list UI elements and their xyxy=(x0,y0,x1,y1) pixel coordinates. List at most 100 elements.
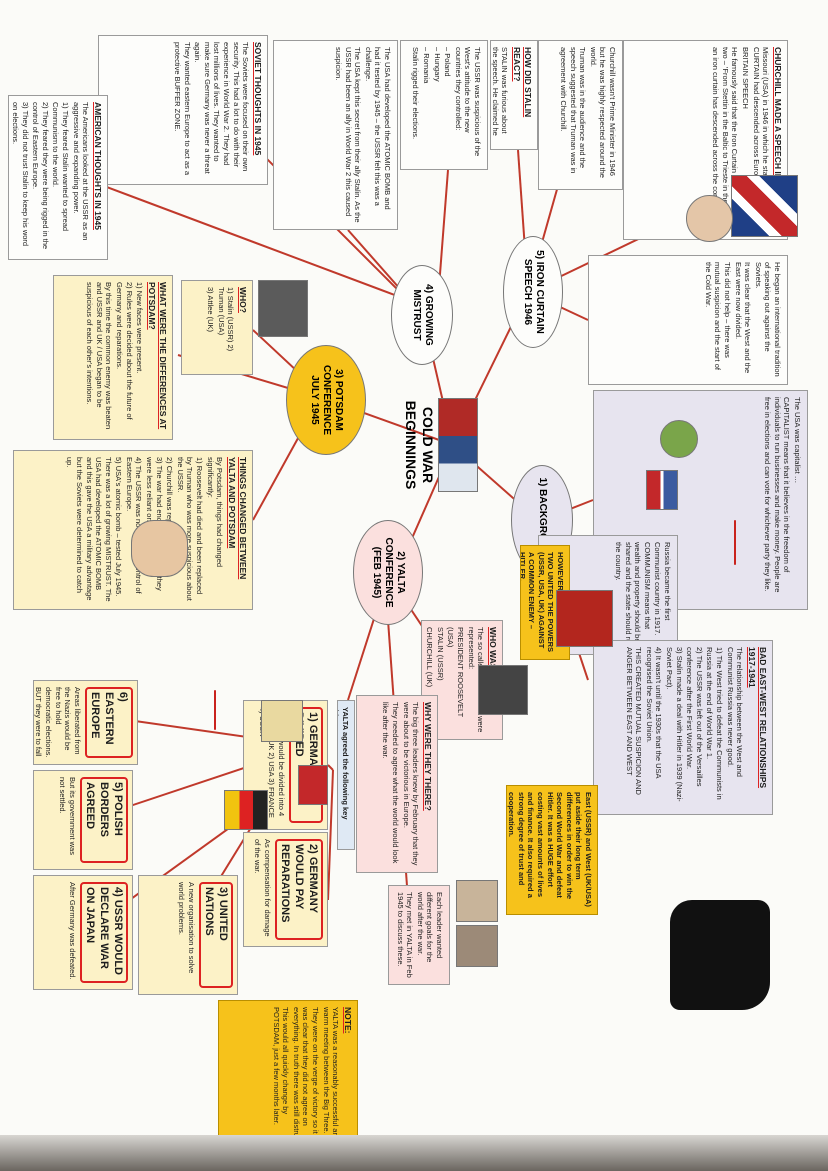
text-line: YALTA was a reasonably successful and wa… xyxy=(321,1007,341,1141)
text-line: The Soviets were focused on their own se… xyxy=(193,42,251,174)
redaction-mark xyxy=(670,900,770,1010)
node-mistrust: 4) GROWING MISTRUST xyxy=(391,265,453,365)
text-line: He began an international tradition of s… xyxy=(753,262,782,377)
ussr-suspicion-box: The USSR was suspicious of the West's at… xyxy=(400,40,488,170)
text-line: The big three leaders knew by February t… xyxy=(401,702,421,866)
center-title: COLD WAR BEGINNINGS xyxy=(403,400,436,490)
box-title: WHAT WERE THE DIFFERENCES AT POTSDAM? xyxy=(147,282,168,430)
box-title: Things changed between Yalta and Potsdam xyxy=(227,457,248,580)
point-text: But its government was not settled. xyxy=(58,777,77,855)
east-west-box: East (USSR) and West (UK/USA) put aside … xyxy=(506,785,598,915)
cartoon-face-picture xyxy=(131,520,188,577)
text-line: 3) Stalin made a deal with Hitler in 193… xyxy=(665,647,684,802)
box-title: Why were they there? xyxy=(423,702,433,811)
text-line: 5) USA's atomic bomb – tested July 1945. xyxy=(114,457,124,597)
text-line: Churchill wasn't Prime Minister in 1946 … xyxy=(588,47,617,178)
potsdam-changed-box: Things changed between Yalta and Potsdam… xyxy=(13,450,253,610)
iron-truman-box: Churchill wasn't Prime Minister in 1946 … xyxy=(538,40,623,190)
highlight-stroke xyxy=(214,690,216,730)
connector-arrow xyxy=(327,769,334,901)
text-line: It was clear that the West and the East … xyxy=(733,262,753,374)
big-three-photo xyxy=(478,665,528,715)
box-title: AMERICAN THOUGHTS in 1945 xyxy=(93,102,103,230)
iron-meaning-box: He began an international tradition of s… xyxy=(588,255,788,385)
text-line: 1) They feared Stalin wanted to spread C… xyxy=(51,102,70,232)
union-jack-flag-icon xyxy=(731,175,798,237)
yalta-why-box: Why were they there? The big three leade… xyxy=(356,695,438,873)
text-line: COMMUNISM means that wealth and property… xyxy=(614,542,652,648)
text-line: They needed to agree what the world woul… xyxy=(381,702,400,864)
dollar-sign-icon xyxy=(660,420,698,458)
text-line: The USA was capitalist … xyxy=(793,397,802,484)
text-line: PRESIDENT ROOSEVELT (USA) xyxy=(446,627,465,718)
text-line: 3) They did not trust Stalin to keep his… xyxy=(10,102,30,247)
node-yalta: 2) YALTA CONFERENCE (FEB 1945) xyxy=(353,520,423,625)
roosevelt-portrait xyxy=(456,925,498,967)
text-line: Each leader wanted different goals for t… xyxy=(415,892,444,963)
box-title: NOTE: xyxy=(343,1007,353,1034)
text-line: 3) Attlee (UK) xyxy=(205,287,215,333)
text-line: – Poland xyxy=(443,47,453,77)
stalin-portrait xyxy=(456,880,498,922)
text-line: The USSR was suspicious of the West's at… xyxy=(453,47,482,157)
usa-flag-icon xyxy=(646,470,678,510)
box-title: Bad East-West relationships 1917-1941 xyxy=(747,647,768,789)
yalta-goals-box: Each leader wanted different goals for t… xyxy=(388,885,450,985)
box-title: How did Stalin react? xyxy=(512,47,533,118)
text-line: 4) It wasn't until the 1930s that the US… xyxy=(644,647,664,779)
churchill-portrait xyxy=(686,195,733,242)
point-title: 4) USSR WOULD DECLARE WAR ON JAPAN xyxy=(79,882,128,983)
yalta-note-box: NOTE: YALTA was a reasonably successful … xyxy=(218,1000,358,1155)
text-line: By this time the common enemy was beaten… xyxy=(85,282,114,430)
potsdam-who-box: WHO? 1) Stalin (USSR) 2) Truman (USA) 3)… xyxy=(181,280,253,375)
text-line: By Potsdam, things had changed significa… xyxy=(205,457,225,568)
text-line: 2) They feared they were being rigged in… xyxy=(31,102,50,250)
point-text: A new organisation to solve world proble… xyxy=(177,882,196,974)
yalta-point-5: 5) POLISH BORDERS AGREED But its governm… xyxy=(33,770,133,870)
text-line: 2) Rules were decided about the future o… xyxy=(115,282,134,420)
germany-flag-icon xyxy=(224,790,268,830)
stalin-reaction-box: How did Stalin react? STALIN was furious… xyxy=(490,40,538,150)
point-title: 5) POLISH BORDERS AGREED xyxy=(79,777,128,863)
connector-arrow xyxy=(327,764,334,771)
text-line: They met in YALTA in Feb 1945 to discuss… xyxy=(395,892,415,978)
text-line: The USA kept this secret from their ally… xyxy=(334,47,363,223)
text-line: CAPITALIST means that it believes in the… xyxy=(763,397,792,593)
text-line: They were on the verge of victory so it … xyxy=(291,1007,320,1145)
text-line: The USA had developed the ATOMIC BOMB an… xyxy=(363,47,392,210)
box-title: WHO? xyxy=(238,287,248,313)
text-line: This did not help – there was mutual sus… xyxy=(703,262,733,370)
text-line: 1) Stalin (USSR) 2) Truman (USA) xyxy=(216,287,236,352)
point-title: 6) EASTERN EUROPE xyxy=(84,687,133,758)
text-line: 1) New faces were present. xyxy=(135,282,145,374)
text-line: – Hungary xyxy=(432,47,442,82)
yalta-point-6: 6) EASTERN EUROPE Areas liberated from t… xyxy=(33,680,138,765)
ussr-flag-icon xyxy=(298,765,328,805)
world-map-picture xyxy=(438,398,478,492)
text-line: THIS CREATED MUTUAL SUSPICION AND ANGER … xyxy=(624,647,644,795)
point-text: As compensation for damage of the war. xyxy=(253,839,272,937)
text-line: 1) The West tried to defeat the Communis… xyxy=(705,647,725,800)
american-thoughts-box: AMERICAN THOUGHTS in 1945 The Americans … xyxy=(8,95,108,260)
text-line: The Americans looked at the USSR as an a… xyxy=(71,102,91,241)
point-text: After Germany was defeated. xyxy=(67,882,77,980)
text-line: – Romania xyxy=(422,47,432,84)
yalta-agreed-label: YALTA agreed the following key things: xyxy=(337,700,355,850)
photo-background-strip xyxy=(0,1135,828,1171)
text-line: Truman was in the audience and the speec… xyxy=(559,47,588,174)
point-title: 3) UNITED NATIONS xyxy=(198,882,233,988)
yalta-point-4: 4) USSR WOULD DECLARE WAR ON JAPAN After… xyxy=(33,875,133,990)
relationships-box: Bad East-West relationships 1917-1941 Th… xyxy=(593,640,773,815)
box-title: SOVIET THOUGHTS IN 1945 xyxy=(253,42,263,156)
yalta-point-3: 3) UNITED NATIONS A new organisation to … xyxy=(138,875,238,995)
germany-zones-map xyxy=(261,700,303,742)
yalta-point-2: 2) GERMANY WOULD PAY REPARATIONS As comp… xyxy=(243,832,328,947)
text-line: They wanted eastern Europe to act as a p… xyxy=(172,42,192,175)
text-line: STALIN was furious about the speech. He … xyxy=(490,47,510,136)
text-line: Stalin rigged their elections. xyxy=(411,47,421,140)
highlight-stroke xyxy=(734,520,736,565)
connector-arrow xyxy=(87,179,409,301)
potsdam-photo xyxy=(258,280,308,337)
